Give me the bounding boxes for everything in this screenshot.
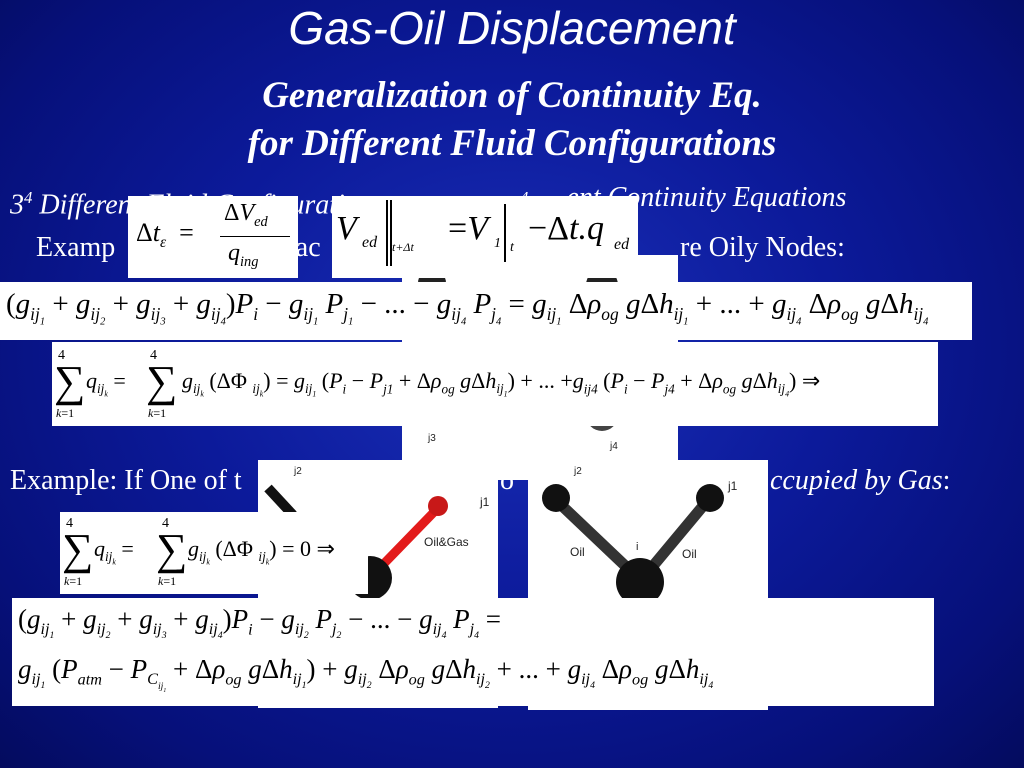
label-i-oil: i (636, 541, 638, 553)
label-oil-left: Oil (570, 545, 585, 559)
slide-title: Gas-Oil Displacement (288, 2, 736, 54)
label-j2-oil: j2 (573, 466, 582, 477)
node-diagram-oil: j2 j1 i Oil Oil (542, 466, 738, 606)
example-gas-right: ccupied by Gas: (770, 465, 950, 497)
example-oily-left: Examp (36, 232, 116, 263)
node-center (616, 558, 664, 606)
exponent-four: 4 (24, 188, 33, 207)
occupied-by-gas: ccupied by Gas (770, 465, 943, 496)
label-j1-oil: j1 (727, 479, 738, 493)
label-j2-gas: j2 (293, 466, 302, 477)
node-j1-red (428, 496, 448, 516)
gas-pressure-equation: (gij1 + gij2 + gij3 + gij4)Pi − gij2 Pj2… (12, 598, 934, 706)
label-oil-right: Oil (682, 547, 697, 561)
label-j4: j4 (609, 441, 618, 452)
subtitle-line-1: Generalization of Continuity Eq. (262, 75, 762, 116)
oily-nodes-equation-1: (gij1 + gij2 + gij3 + gij4)Pi − gij1 Pj1… (0, 282, 972, 340)
subtitle-line-2: for Different Fluid Configurations (247, 123, 777, 164)
bond-j2 (264, 484, 297, 519)
label-j1-gas: j1 (479, 495, 490, 509)
example-gas-left: Example: If One of t (10, 465, 242, 496)
volume-update-equation: V ed t+Δt =V 1 t −Δt.q ed (332, 196, 638, 278)
gas-sum-equation: 4 ∑ k=1 qijk = 4 ∑ k=1 gijk (ΔΦ ijk) = 0… (60, 512, 368, 594)
example-oily-right: re Oily Nodes: (680, 232, 845, 263)
node-right (696, 484, 724, 512)
node-left (542, 484, 570, 512)
label-j3: j3 (427, 433, 436, 444)
oily-nodes-equation-2: 4 ∑ k=1 qijk = 4 ∑ k=1 gijk (ΔΦ ijk) = g… (52, 342, 938, 426)
label-oil-gas: Oil&Gas (424, 535, 469, 549)
time-step-equation: Δtε = ΔVed qing (128, 196, 298, 278)
slide-subtitle: Generalization of Continuity Eq. for Dif… (0, 72, 1024, 168)
base-three: 3 (10, 189, 24, 221)
colon: : (942, 465, 951, 496)
